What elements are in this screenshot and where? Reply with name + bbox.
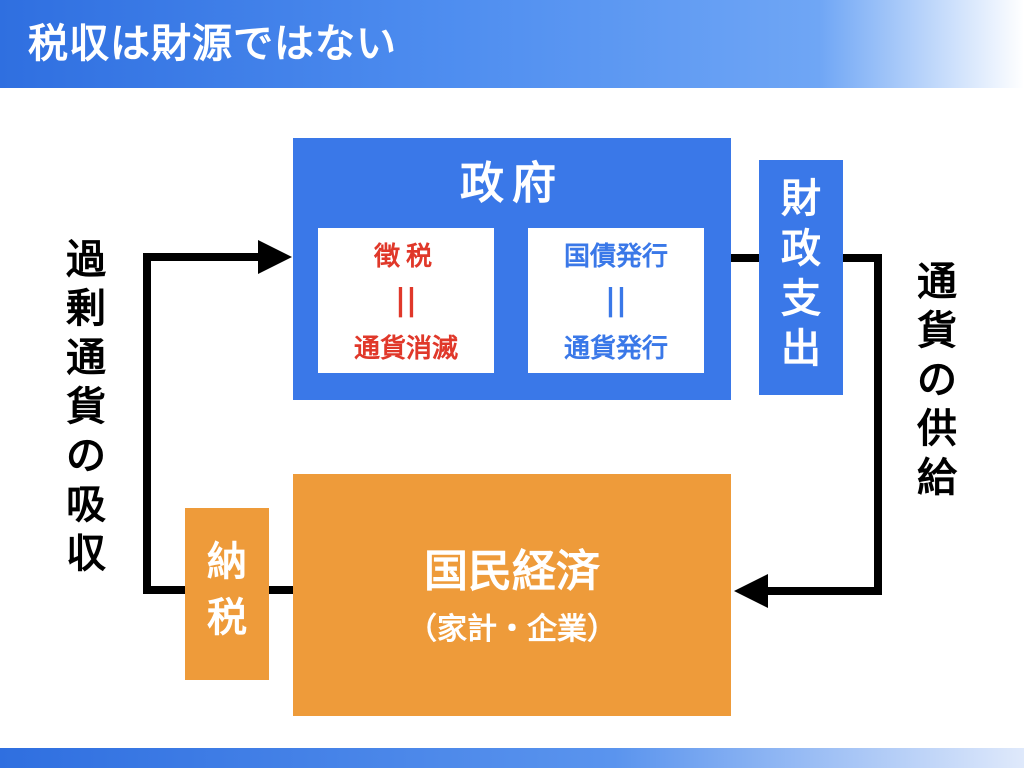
tax-payment-box: 納 税 [185,508,269,680]
supply-arrow-line [765,254,882,595]
label-char: 吸 [66,482,106,528]
header-bar: 税収は財源ではない [0,0,1024,88]
currency-issuance-label: 通貨発行 [563,334,668,364]
page-title: 税収は財源ではない [28,21,397,67]
label-char: 過 [66,237,106,283]
bond-issuance-label: 国債発行 [563,242,668,272]
label-char: 支 [781,276,821,322]
label-char: 財 [781,176,821,222]
tax-collection-box: 徴税 || 通貨消滅 [318,228,494,373]
fiscal-spending-box: 財 政 支 出 [759,160,843,395]
label-char: 貨 [917,308,957,354]
absorption-arrow-line [143,253,262,594]
label-char: 貨 [66,384,106,430]
label-char: 供 [917,406,957,452]
label-char: の [66,433,106,479]
bond-issuance-box: 国債発行 || 通貨発行 [528,228,704,373]
label-char: 剰 [66,286,106,332]
equals-sign: || [605,283,627,318]
label-char: 出 [781,326,821,372]
fiscal-spending-label: 財 政 支 出 [759,174,843,374]
label-char: 通 [66,335,106,381]
label-char: 政 [781,226,821,272]
label-char: の [917,357,957,403]
label-char: 税 [207,595,247,641]
currency-destruction-label: 通貨消滅 [353,334,458,364]
equals-sign: || [395,283,417,318]
excess-currency-absorption-label: 過 剰 通 貨 の 吸 収 [56,236,116,579]
national-economy-title: 国民経済 [424,546,600,597]
label-char: 通 [917,259,957,305]
national-economy-subtitle: （家計・企業） [407,612,617,647]
label-char: 給 [917,455,957,501]
government-title: 政府 [460,158,564,209]
footer-bar [0,748,1024,768]
label-char: 収 [66,531,106,577]
government-box: 政府 徴税 || 通貨消滅 国債発行 || 通貨発行 [293,138,731,400]
national-economy-box: 国民経済 （家計・企業） [293,474,731,716]
tax-collection-label: 徴税 [373,242,438,272]
label-char: 納 [207,539,247,585]
currency-supply-label: 通 貨 の 供 給 [907,258,967,503]
supply-arrow-head [734,574,768,608]
tax-payment-label: 納 税 [185,534,269,646]
absorption-arrow-head [258,240,292,274]
